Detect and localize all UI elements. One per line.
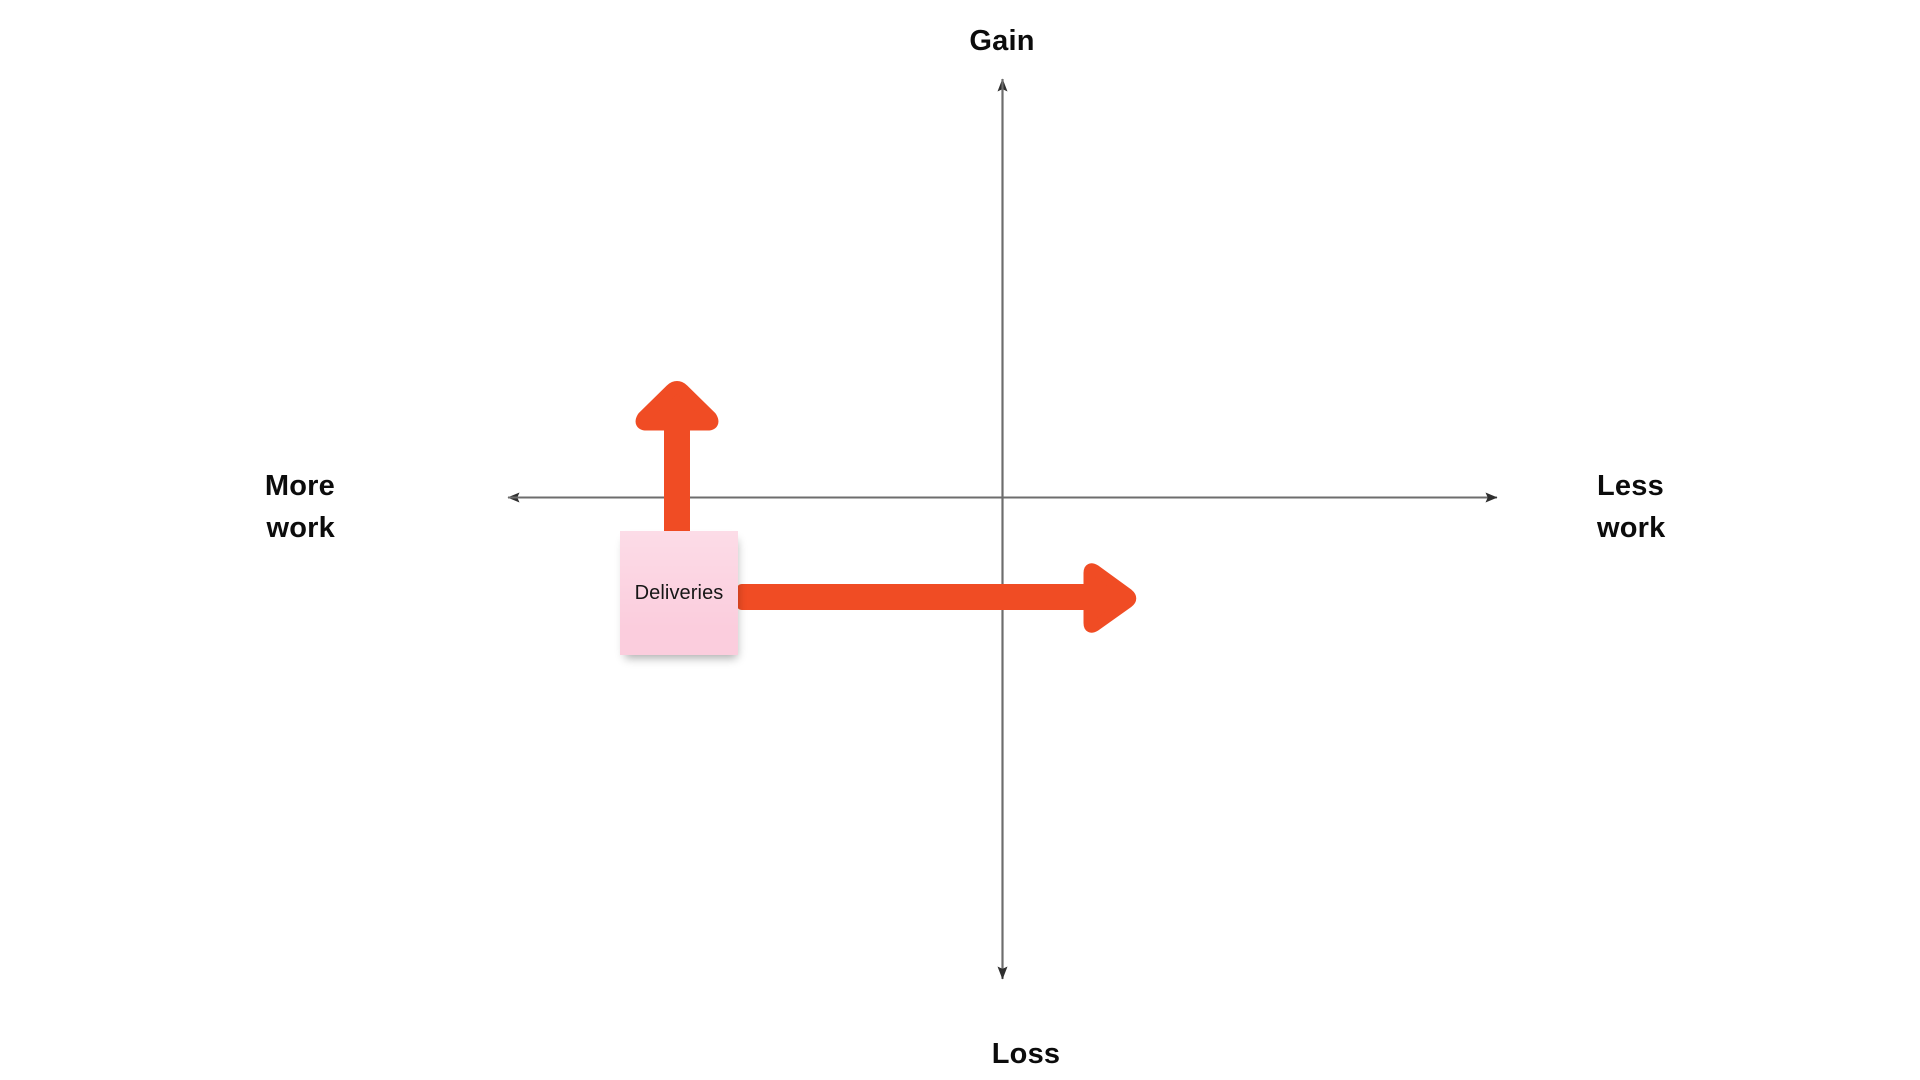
up-arrow-icon (635, 381, 719, 543)
axis-label-gain: Gain (969, 25, 1035, 57)
sticky-note-sheen (620, 531, 738, 628)
axis-label-less-work: Less work (1597, 470, 1666, 544)
sticky-note-label: Deliveries (634, 582, 724, 604)
axis-label-loss: Loss (991, 1038, 1061, 1070)
axis-label-more-work: More work (264, 470, 335, 544)
sticky-note-deliveries[interactable]: Deliveries (620, 531, 738, 655)
right-arrow-icon (736, 563, 1137, 633)
